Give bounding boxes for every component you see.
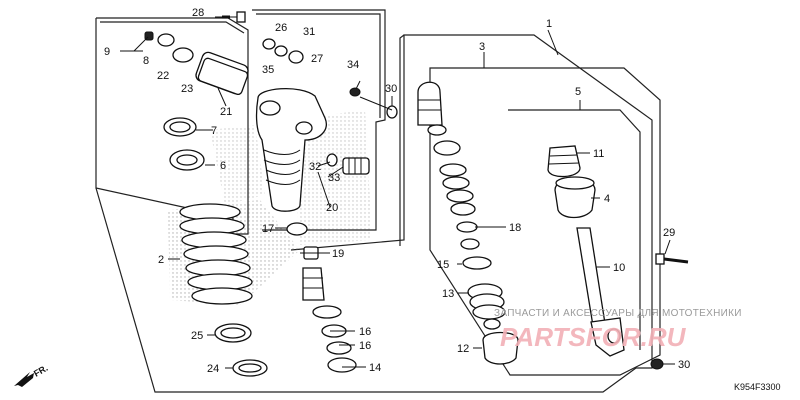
callout-12: 12 (457, 343, 469, 355)
callout-16a: 16 (359, 326, 371, 338)
callout-numbers: 1 2 3 4 5 6 7 8 9 10 11 12 13 14 15 16 1… (104, 7, 690, 375)
callout-14: 14 (369, 362, 381, 374)
callout-13: 13 (442, 288, 454, 300)
callout-6: 6 (220, 160, 226, 172)
bolt-29 (655, 253, 689, 265)
callout-22: 22 (157, 70, 169, 82)
shock-body (255, 87, 327, 212)
spring-seats (163, 117, 205, 171)
callout-32: 32 (309, 161, 321, 173)
front-direction-indicator: FR. (14, 363, 50, 387)
callout-33: 33 (328, 172, 340, 184)
damper-rod (576, 227, 664, 370)
callout-10: 10 (613, 262, 625, 274)
callout-23: 23 (181, 83, 193, 95)
callout-5: 5 (575, 86, 581, 98)
callout-34: 34 (347, 59, 359, 71)
watermark: ЗАПЧАСТИ И АКСЕССУАРЫ ДЛЯ МОТОТЕХНИКИ PA… (494, 308, 742, 352)
callout-18: 18 (509, 222, 521, 234)
callout-24: 24 (207, 363, 219, 375)
callout-2: 2 (158, 254, 164, 266)
callout-8: 8 (143, 55, 149, 67)
callout-30a: 30 (385, 83, 397, 95)
callout-25: 25 (191, 330, 203, 342)
callout-30b: 30 (678, 359, 690, 371)
callout-26: 26 (275, 22, 287, 34)
callout-19: 19 (332, 248, 344, 260)
direction-label: FR. (32, 363, 50, 379)
callout-7: 7 (211, 125, 217, 137)
leader-lines (120, 29, 675, 369)
direction-arrow-icon (14, 372, 34, 387)
callout-29: 29 (663, 227, 675, 239)
callout-4: 4 (604, 193, 610, 205)
callout-28: 28 (192, 7, 204, 19)
compression-adjuster (286, 153, 370, 236)
callout-3: 3 (479, 41, 485, 53)
callout-35: 35 (262, 64, 274, 76)
figure-code: K954F3300 (734, 382, 781, 392)
callout-1: 1 (546, 18, 552, 30)
watermark-tagline: ЗАПЧАСТИ И АКСЕССУАРЫ ДЛЯ МОТОТЕХНИКИ (494, 308, 742, 319)
callout-9: 9 (104, 46, 110, 58)
callout-11: 11 (593, 148, 604, 160)
callout-21: 21 (220, 106, 232, 118)
callout-20: 20 (326, 202, 338, 214)
bump-stop (547, 145, 596, 219)
assembly-boundaries (95, 9, 661, 393)
main-spring (179, 203, 253, 305)
callout-17: 17 (262, 223, 274, 235)
callout-16b: 16 (359, 340, 371, 352)
callout-15: 15 (437, 259, 449, 271)
center-stack (302, 246, 357, 373)
watermark-brand: PARTSFOR.RU (500, 322, 687, 352)
spring-lower-rings (214, 323, 268, 377)
callout-31: 31 (303, 26, 315, 38)
callout-27: 27 (311, 53, 323, 65)
reservoir-parts (144, 31, 249, 96)
